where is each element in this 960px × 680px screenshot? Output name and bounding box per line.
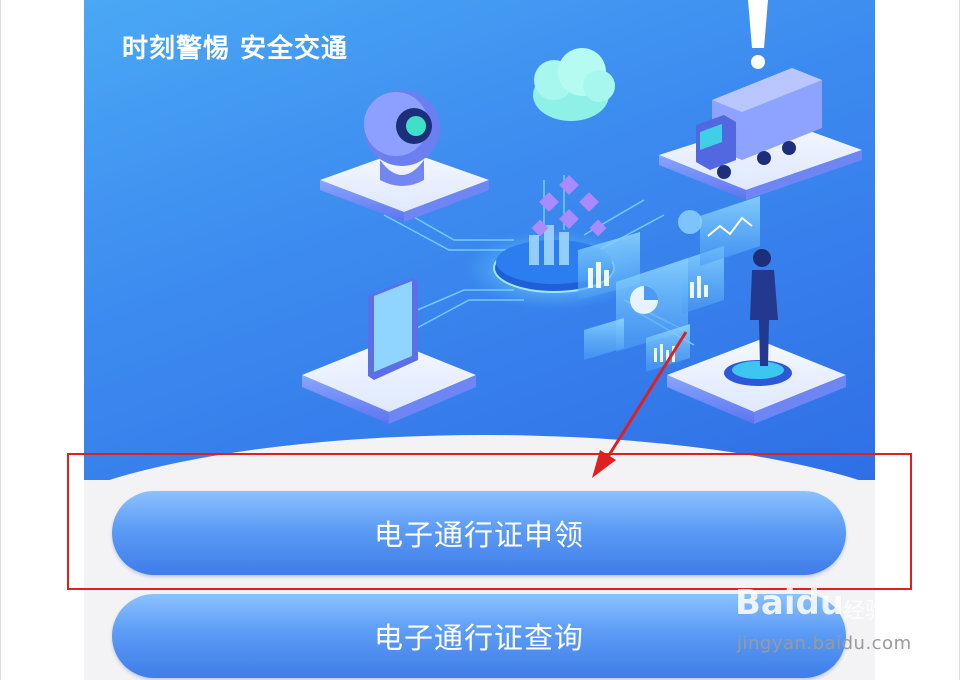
- person-platform: [667, 249, 846, 424]
- highlight-box: [67, 453, 912, 590]
- banner-slogan: 时刻警惕 安全交通: [122, 34, 349, 64]
- watermark-logo: Baidu: [735, 583, 845, 623]
- truck-platform: [659, 68, 862, 200]
- smart-traffic-illustration: [302, 0, 862, 424]
- app-screen: 时刻警惕 安全交通: [84, 0, 875, 680]
- watermark-url: jingyan.baidu.com: [737, 633, 912, 654]
- baidu-watermark: Baidu 经验 jingyan.baidu.com: [735, 583, 925, 663]
- camera-platform: [320, 90, 489, 222]
- query-pass-button[interactable]: 电子通行证查询: [112, 594, 846, 678]
- watermark-sub: 经验: [843, 599, 888, 624]
- banner: 时刻警惕 安全交通: [84, 0, 875, 480]
- phone-platform: [302, 278, 476, 424]
- data-panels: [578, 196, 760, 372]
- cloud-icon: [533, 48, 615, 121]
- frame-left-border: [0, 0, 1, 680]
- warning-exclamation-icon: [748, 0, 768, 69]
- apply-pass-button[interactable]: 电子通行证申领: [112, 491, 846, 575]
